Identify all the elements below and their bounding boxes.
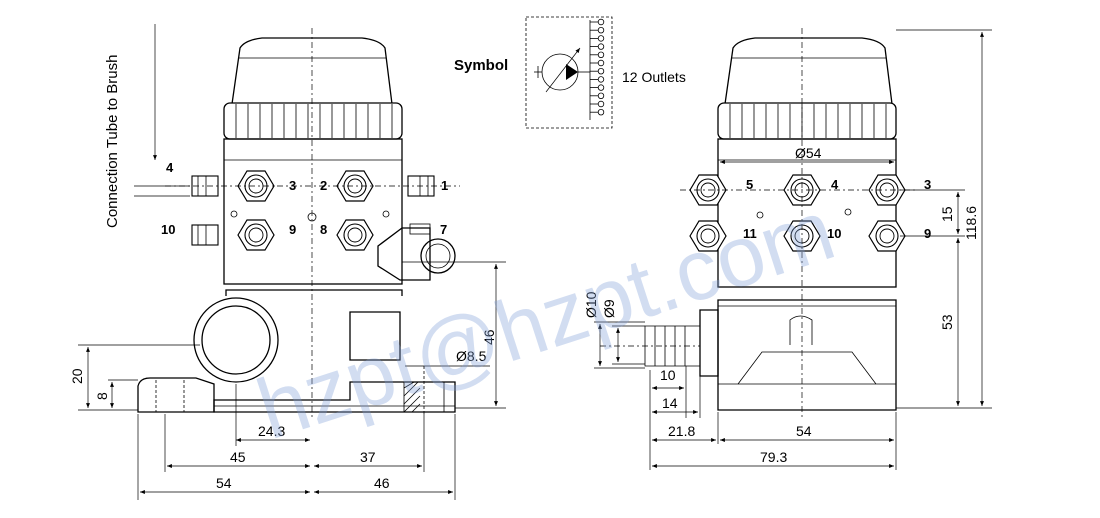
dim-45: 45 bbox=[230, 449, 246, 465]
symbol-frame bbox=[525, 16, 613, 129]
left-port-10: 10 bbox=[161, 222, 175, 237]
dim-left-46-vertical: 46 bbox=[481, 329, 497, 345]
dim-21-8: 21.8 bbox=[668, 423, 695, 439]
left-port-3: 3 bbox=[289, 178, 296, 193]
symbol-title: Symbol bbox=[454, 57, 508, 74]
symbol-outlet-circle bbox=[597, 108, 605, 116]
right-port-11: 11 bbox=[743, 226, 757, 241]
left-view: 4 3 2 1 10 9 8 7 Connection Tube to Brus… bbox=[69, 24, 506, 500]
right-port-10: 10 bbox=[827, 226, 841, 241]
left-tube-ring-outer bbox=[193, 297, 279, 383]
right-body bbox=[717, 138, 897, 288]
left-port-4: 4 bbox=[166, 160, 174, 175]
symbol-block: Symbol 12 Outlets bbox=[454, 16, 686, 129]
right-knurl-ring bbox=[717, 102, 897, 140]
symbol-outlet-circle bbox=[597, 67, 605, 75]
dim-base-8: 8 bbox=[94, 392, 110, 400]
dim-53: 53 bbox=[939, 314, 955, 330]
symbol-outlets bbox=[590, 18, 605, 116]
dim-10-h: 10 bbox=[660, 367, 676, 383]
dim-dia-10: Ø10 bbox=[583, 291, 599, 318]
right-port-3: 3 bbox=[924, 177, 931, 192]
right-port-5: 5 bbox=[746, 177, 753, 192]
dim-118-6: 118.6 bbox=[963, 206, 979, 240]
symbol-outlet-circle bbox=[597, 27, 605, 34]
right-view: 5 4 3 11 10 9 Ø54 15 53 118.6 Ø10 Ø9 bbox=[583, 28, 992, 470]
connection-tube-label: Connection Tube to Brush bbox=[104, 55, 121, 228]
right-port-9: 9 bbox=[924, 226, 931, 241]
symbol-outlet-circle bbox=[597, 18, 605, 26]
left-body bbox=[223, 138, 403, 285]
symbol-outlet-circle bbox=[597, 43, 605, 50]
right-cap bbox=[724, 37, 893, 105]
dim-37: 37 bbox=[360, 449, 376, 465]
symbol-outlet-circle bbox=[597, 92, 605, 99]
dim-dia-54: Ø54 bbox=[795, 145, 822, 161]
symbol-outlet-circle bbox=[597, 51, 605, 58]
left-port-7: 7 bbox=[440, 222, 447, 237]
right-port-4: 4 bbox=[831, 177, 839, 192]
dim-hole-dia: Ø8.5 bbox=[456, 348, 487, 364]
left-port-2: 2 bbox=[320, 178, 327, 193]
dim-base-20: 20 bbox=[69, 368, 85, 384]
symbol-outlet-circle bbox=[597, 59, 605, 67]
dim-79-3: 79.3 bbox=[760, 449, 787, 465]
watermark: hzpt@hzpt.com bbox=[246, 182, 845, 458]
left-port-9: 9 bbox=[289, 222, 296, 237]
left-knurl-ring bbox=[223, 102, 403, 140]
dim-15: 15 bbox=[939, 206, 955, 222]
left-port-8: 8 bbox=[320, 222, 327, 237]
symbol-outlet-circle bbox=[597, 76, 605, 83]
symbol-outlet-circle bbox=[597, 100, 605, 108]
dim-dia-9: Ø9 bbox=[601, 299, 617, 318]
left-port-1: 1 bbox=[441, 178, 448, 193]
dim-54-left: 54 bbox=[216, 475, 232, 491]
symbol-outlets-label: 12 Outlets bbox=[622, 69, 686, 85]
symbol-outlet-circle bbox=[597, 84, 605, 91]
dim-14-h: 14 bbox=[662, 395, 678, 411]
dim-46-horizontal: 46 bbox=[374, 475, 390, 491]
dim-54-right: 54 bbox=[796, 423, 812, 439]
symbol-outlet-circle bbox=[597, 35, 605, 42]
dim-24-3: 24.3 bbox=[258, 423, 285, 439]
